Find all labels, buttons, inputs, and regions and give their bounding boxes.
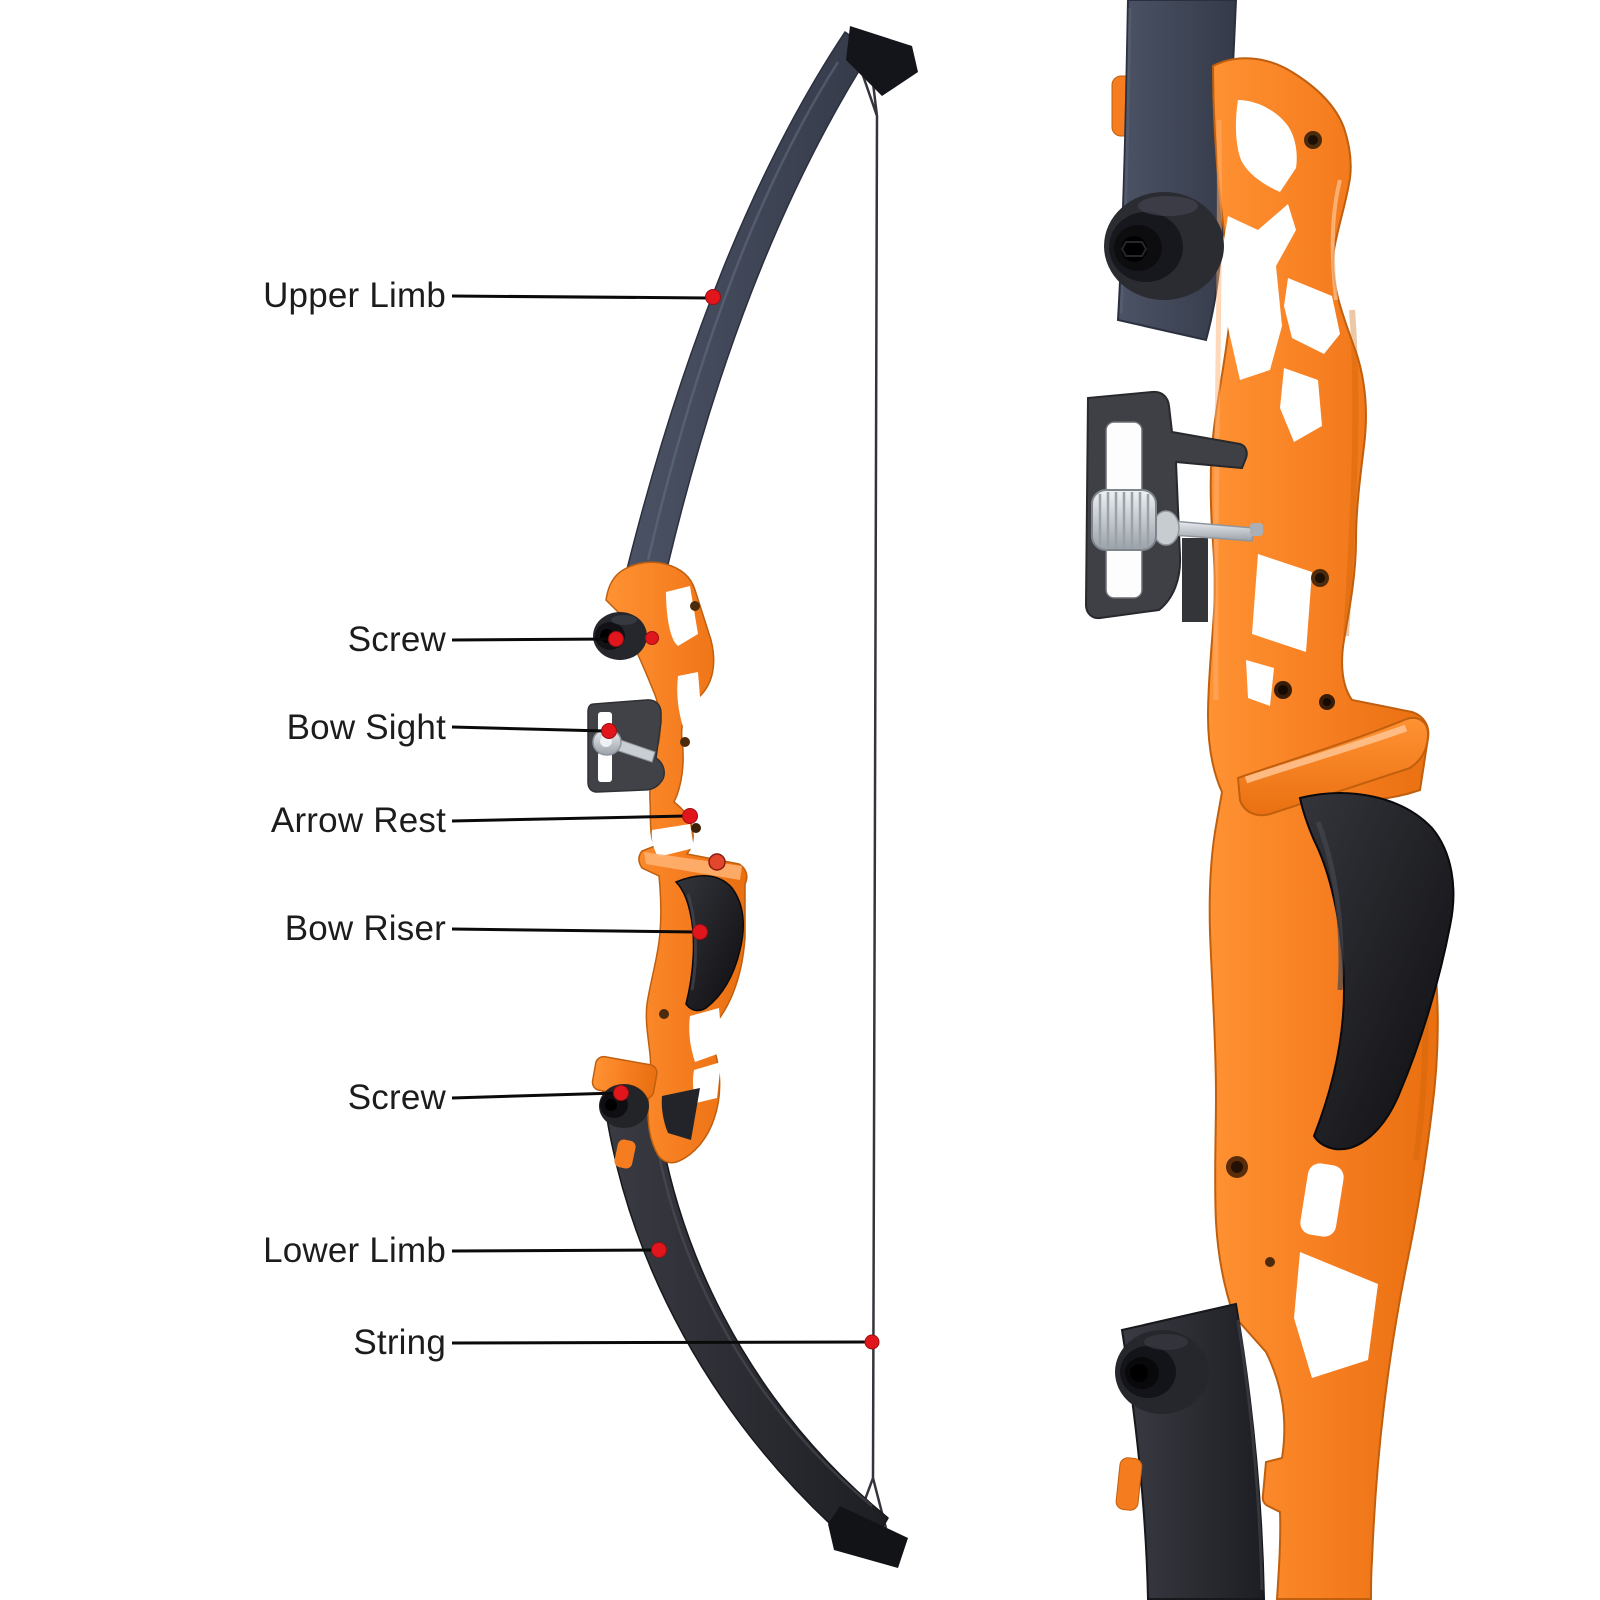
callout-dot-lower-limb bbox=[651, 1242, 667, 1258]
riser-cutout bbox=[689, 1008, 723, 1062]
closeup-view-riser bbox=[1084, 0, 1455, 1600]
label-screw-bottom: Screw bbox=[347, 1078, 446, 1117]
label-arrow-rest: Arrow Rest bbox=[270, 801, 446, 840]
riser-hole bbox=[1226, 131, 1335, 1267]
leader-line-upper-limb bbox=[451, 294, 709, 300]
sight-thumbscrew bbox=[1091, 489, 1157, 551]
label-bow-sight: Bow Sight bbox=[286, 708, 446, 747]
bow-sight bbox=[587, 699, 665, 793]
riser-hole bbox=[680, 737, 690, 747]
riser-cutout bbox=[1235, 100, 1297, 192]
riser-cutout bbox=[1300, 1163, 1344, 1237]
arrow-rest bbox=[691, 823, 701, 833]
riser-hole bbox=[690, 601, 700, 611]
plunger-button bbox=[708, 853, 726, 871]
riser-cutout bbox=[651, 824, 694, 857]
closeup-bow-sight bbox=[1084, 390, 1263, 622]
riser-cutout bbox=[1246, 660, 1274, 706]
upper-limb-tip-cap bbox=[846, 26, 918, 96]
closeup-riser-tab bbox=[1115, 1457, 1143, 1511]
lower-limb bbox=[601, 1082, 908, 1568]
callout-leaders bbox=[451, 294, 869, 1345]
closeup-riser-grip bbox=[1298, 792, 1455, 1151]
label-lower-limb: Lower Limb bbox=[263, 1231, 446, 1270]
riser-cutout bbox=[677, 672, 702, 730]
riser-cutout bbox=[1252, 554, 1312, 652]
callout-dot-bow-riser bbox=[692, 924, 708, 940]
closeup-limb-screw-bottom bbox=[1115, 1330, 1209, 1414]
bow-string bbox=[851, 49, 891, 1541]
side-view-bow bbox=[587, 26, 918, 1568]
closeup-arrow-rest-shelf bbox=[1236, 716, 1430, 817]
callout-dot-screw-top bbox=[608, 631, 624, 647]
riser-lattice-opening bbox=[661, 1088, 700, 1140]
callout-dot-arrow-rest bbox=[682, 808, 698, 824]
callout-dot-screw-top-2 bbox=[645, 631, 659, 645]
bow-riser bbox=[605, 561, 748, 1164]
limb-screw-bottom bbox=[599, 1084, 649, 1128]
riser-cutout bbox=[1280, 368, 1322, 442]
label-string: String bbox=[353, 1323, 446, 1362]
sight-slot bbox=[598, 752, 612, 782]
leader-line-string bbox=[451, 1340, 869, 1345]
riser-cutout bbox=[1294, 1252, 1378, 1378]
riser-tab bbox=[614, 1139, 636, 1169]
leader-line-bow-riser bbox=[451, 927, 697, 934]
riser-cutout bbox=[1222, 204, 1296, 380]
riser-cutout bbox=[1284, 278, 1340, 354]
callout-dot-upper-limb bbox=[705, 289, 721, 305]
label-bow-riser: Bow Riser bbox=[284, 909, 446, 948]
riser-cutout bbox=[692, 1062, 721, 1103]
riser-cutout bbox=[666, 586, 698, 646]
leader-line-lower-limb bbox=[451, 1248, 656, 1253]
lower-limb-tip-cap bbox=[828, 1506, 908, 1568]
callout-dot-bow-sight bbox=[601, 723, 617, 739]
callout-dots bbox=[601, 289, 880, 1350]
upper-limb bbox=[617, 26, 918, 618]
leader-line-screw-top bbox=[451, 637, 613, 642]
riser-grip bbox=[674, 875, 745, 1012]
riser-hole bbox=[659, 1009, 669, 1019]
arrow-shelf bbox=[644, 852, 742, 880]
closeup-limb-screw-top bbox=[1104, 192, 1224, 300]
callout-dot-string bbox=[864, 1334, 880, 1350]
leader-line-bow-sight bbox=[451, 725, 606, 733]
leader-line-screw-bottom bbox=[451, 1091, 618, 1100]
limb-pocket-bottom bbox=[591, 1055, 658, 1169]
callout-dot-screw-bottom bbox=[613, 1085, 629, 1101]
label-upper-limb: Upper Limb bbox=[263, 276, 446, 315]
leader-line-arrow-rest bbox=[451, 814, 687, 823]
label-screw-top: Screw bbox=[347, 620, 446, 659]
